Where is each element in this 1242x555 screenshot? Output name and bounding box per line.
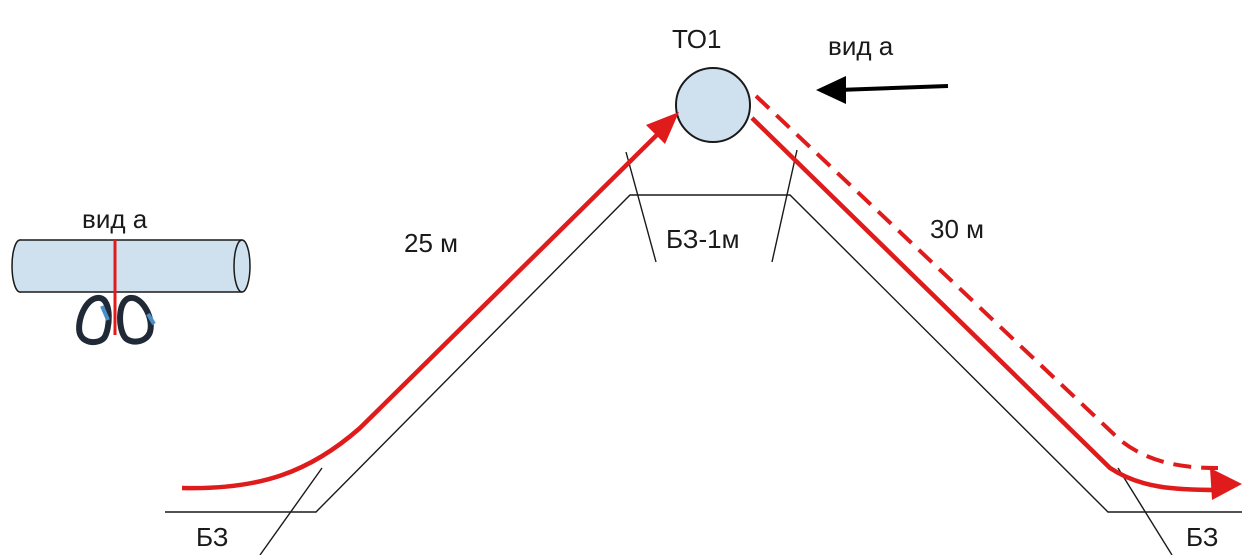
rope-ascent bbox=[181, 118, 674, 491]
label-node-top: ТО1 bbox=[672, 24, 721, 54]
carabiner-right bbox=[117, 295, 154, 345]
carabiner-left bbox=[76, 295, 112, 346]
anchor-circle bbox=[675, 67, 751, 143]
label-view-arrow: вид а bbox=[828, 31, 894, 61]
view-arrow-head bbox=[816, 76, 846, 104]
zone-tick-top-left bbox=[625, 151, 657, 263]
view-arrow-line bbox=[837, 84, 949, 92]
label-left-length: 25 м bbox=[404, 228, 458, 258]
inset-view-a bbox=[11, 239, 251, 346]
label-view-inset: вид а bbox=[82, 204, 148, 234]
rope-ascent-arrowhead bbox=[646, 112, 679, 144]
label-right-length: 30 м bbox=[930, 214, 984, 244]
label-zone-right: БЗ bbox=[1186, 522, 1218, 552]
rope-descent bbox=[750, 116, 1219, 493]
label-top-zone: БЗ-1м bbox=[666, 224, 739, 254]
rope-descent-arrowhead bbox=[1210, 468, 1242, 500]
rope-descent-dashed bbox=[754, 94, 1219, 470]
label-zone-left: БЗ bbox=[196, 522, 228, 552]
zone-tick-right bbox=[1117, 467, 1173, 555]
pipe-right-end bbox=[233, 239, 251, 293]
zone-tick-top-right bbox=[771, 149, 798, 263]
pipe-body bbox=[20, 240, 242, 292]
zone-tick-left bbox=[259, 467, 323, 555]
